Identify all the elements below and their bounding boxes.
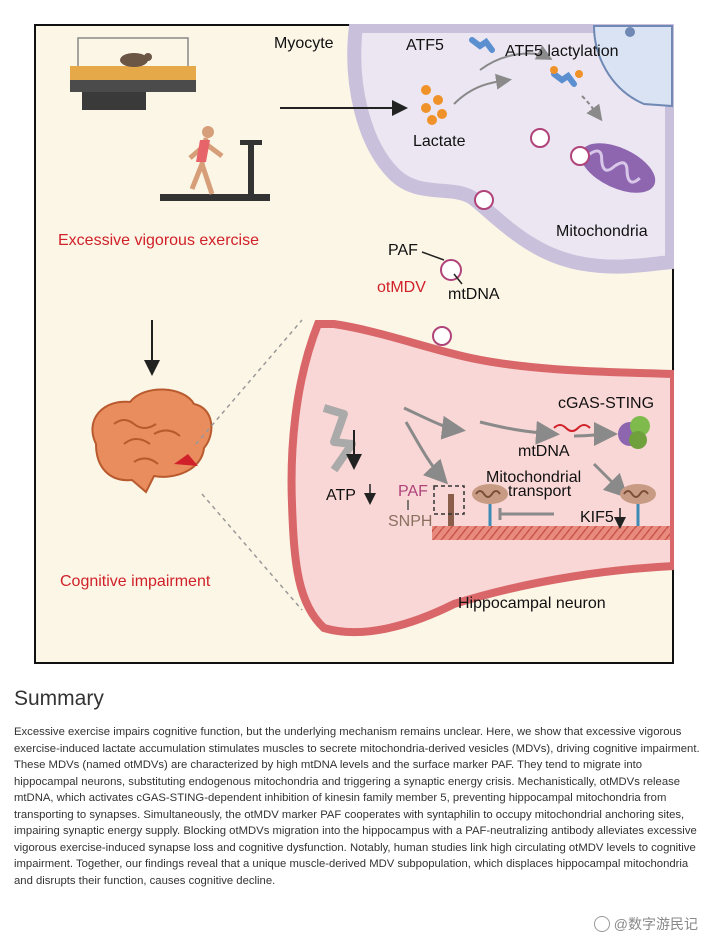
runner-treadmill <box>160 126 270 201</box>
label-excessive-exercise: Excessive vigorous exercise <box>58 232 259 249</box>
snph-anchor <box>448 494 454 526</box>
mtdna-helix-icon <box>553 424 591 432</box>
label-mtdna-top: mtDNA <box>448 286 500 303</box>
label-cognitive-impairment: Cognitive impairment <box>60 573 211 590</box>
label-snph: SNPH <box>388 513 432 530</box>
weibo-icon <box>593 916 610 932</box>
myocyte-cell <box>347 24 674 274</box>
atp-lightning-icon <box>322 404 356 473</box>
transported-mitochondrion <box>620 484 656 526</box>
label-mito-transport-1: Mitochondrial <box>486 469 581 486</box>
label-paf-neuron: PAF <box>398 483 428 500</box>
lactate-molecules <box>421 85 447 125</box>
label-cgas-sting: cGAS-STING <box>558 395 654 412</box>
atf5-lactylated-icon <box>550 66 583 87</box>
label-myocyte: Myocyte <box>274 35 334 52</box>
label-paf-top: PAF <box>388 242 418 259</box>
summary-text: Excessive exercise impairs cognitive fun… <box>14 726 700 887</box>
cgas-sting-icon <box>618 416 650 449</box>
myocyte-nucleus <box>592 25 673 108</box>
label-atp: ATP <box>326 487 356 504</box>
myocyte-mitochondrion <box>580 143 656 193</box>
label-hippocampal-neuron: Hippocampal neuron <box>458 595 606 612</box>
label-atf5-lactylation: ATF5 lactylation <box>505 43 619 60</box>
label-mito-transport-2: transport <box>508 483 572 500</box>
graphical-abstract: Myocyte ATF5 ATF5 lactylation Lactate Mi… <box>34 24 674 664</box>
hippocampal-neuron <box>287 320 674 637</box>
label-atf5: ATF5 <box>406 37 444 54</box>
anchored-mitochondrion <box>472 484 508 526</box>
label-mitochondria: Mitochondria <box>556 223 648 240</box>
label-otmdv: otMDV <box>377 279 426 296</box>
watermark: @数字游民记 <box>593 914 698 934</box>
atf5-icon <box>469 37 495 53</box>
summary-title: Summary <box>14 687 104 710</box>
label-mtdna-neuron: mtDNA <box>518 443 570 460</box>
microtubule-track <box>432 526 670 540</box>
mouse-treadmill <box>70 37 196 110</box>
label-lactate: Lactate <box>413 133 466 150</box>
brain-icon <box>91 388 213 494</box>
watermark-text: @数字游民记 <box>613 916 698 932</box>
label-kif5: KIF5 <box>580 509 614 526</box>
